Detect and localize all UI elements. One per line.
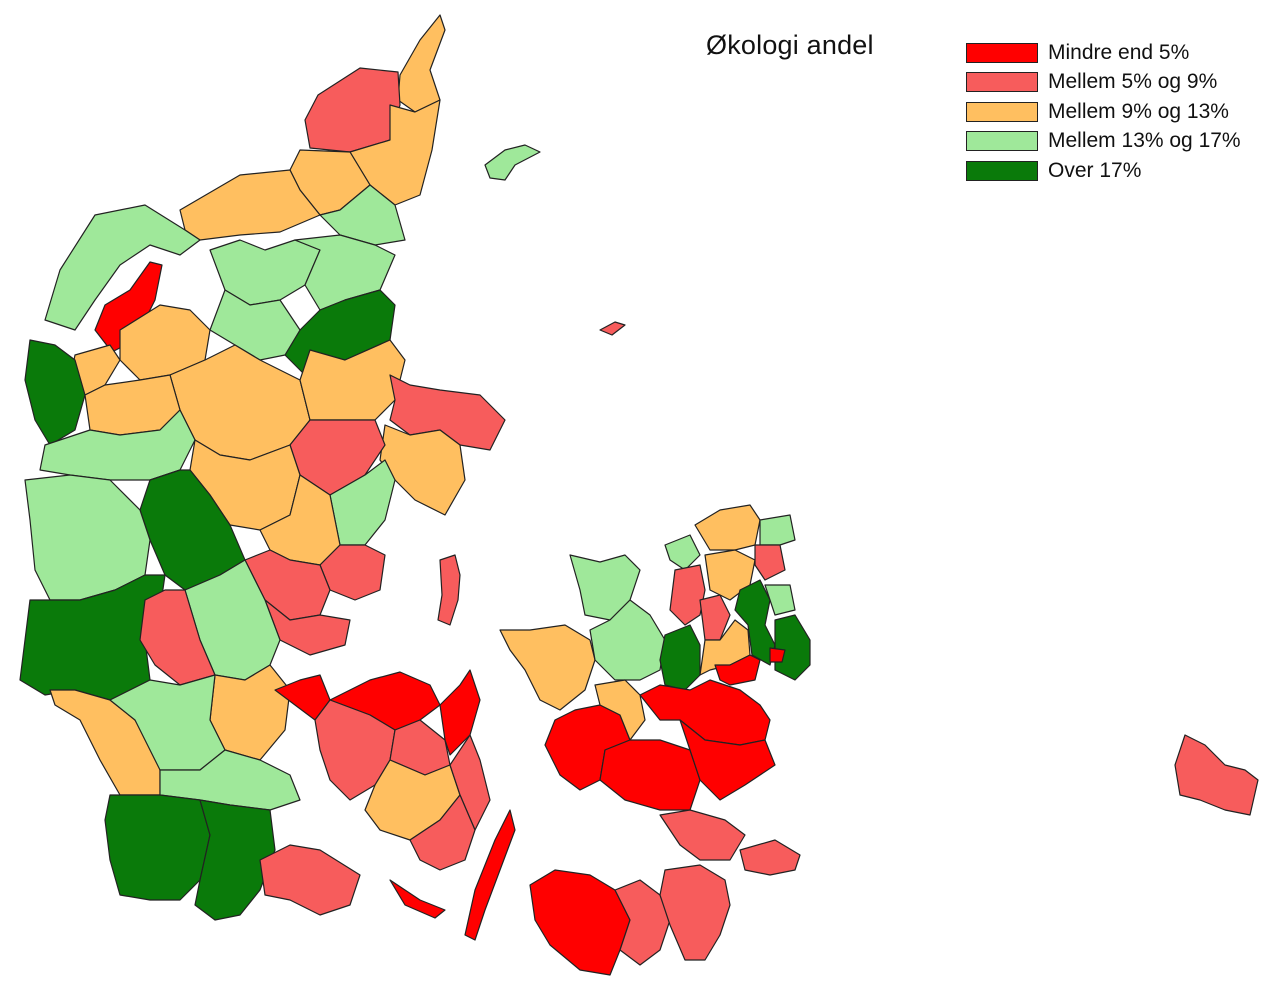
region-lolland-east xyxy=(529,869,631,976)
legend-swatch xyxy=(966,101,1038,122)
region-himmerland-west xyxy=(209,289,301,361)
region-vejen xyxy=(109,674,226,771)
region-hedensted xyxy=(264,599,351,656)
region-halsnaes xyxy=(664,534,701,571)
region-kalundborg xyxy=(499,624,596,711)
region-laeso xyxy=(484,144,541,181)
region-frederikssund xyxy=(669,564,706,626)
legend-item: Mindre end 5% xyxy=(966,38,1241,68)
region-tonder xyxy=(104,794,211,901)
region-viborg xyxy=(39,409,196,481)
region-falster xyxy=(659,864,731,961)
region-stevns-north xyxy=(639,679,771,746)
region-svendborg xyxy=(409,794,476,871)
region-norddjurs xyxy=(389,374,506,451)
region-naestved xyxy=(599,739,701,811)
legend-swatch xyxy=(966,42,1038,63)
region-egedal xyxy=(699,594,731,641)
region-vendsyssel-northwest xyxy=(304,67,401,153)
region-randers xyxy=(299,339,406,421)
region-vendsyssel-north-tip xyxy=(397,14,446,113)
legend-swatch xyxy=(966,72,1038,93)
region-amager xyxy=(769,647,786,663)
region-gribskov xyxy=(694,504,761,551)
region-roskilde xyxy=(659,624,701,691)
region-anholt xyxy=(599,321,626,336)
region-copenhagen xyxy=(774,614,811,681)
region-vordingborg xyxy=(659,809,746,861)
legend-swatch xyxy=(966,131,1038,152)
region-lolland-west xyxy=(614,879,671,966)
legend-label: Mellem 13% og 17% xyxy=(1048,129,1241,153)
region-helsingor xyxy=(759,514,796,546)
region-fredensborg xyxy=(754,544,786,581)
region-aabenraa xyxy=(194,799,276,921)
region-faxe xyxy=(679,719,776,801)
region-lemvig xyxy=(24,339,86,446)
legend-swatch xyxy=(966,160,1038,181)
region-koege xyxy=(714,654,761,686)
region-syddjurs xyxy=(379,424,466,516)
region-vendsyssel-middle xyxy=(349,99,441,206)
region-aeroe xyxy=(389,879,446,919)
map-title: Økologi andel xyxy=(706,30,874,60)
legend-item: Over 17% xyxy=(966,156,1241,186)
legend-item: Mellem 9% og 13% xyxy=(966,97,1241,127)
region-soroe xyxy=(594,679,646,741)
legend-item: Mellem 13% og 17% xyxy=(966,127,1241,157)
legend: Mindre end 5% Mellem 5% og 9% Mellem 9% … xyxy=(966,38,1241,186)
legend-item: Mellem 5% og 9% xyxy=(966,68,1241,98)
region-kerteminde xyxy=(439,669,481,756)
legend-label: Mellem 9% og 13% xyxy=(1048,99,1229,123)
region-moen xyxy=(739,839,801,876)
region-sonderborg xyxy=(259,844,361,916)
region-samso xyxy=(437,554,461,626)
legend-label: Mellem 5% og 9% xyxy=(1048,70,1218,94)
region-rudersdal xyxy=(764,584,796,616)
region-bornholm xyxy=(1174,734,1259,816)
region-thy xyxy=(44,204,201,331)
legend-label: Over 17% xyxy=(1048,158,1142,182)
region-langeland xyxy=(464,809,516,941)
legend-label: Mindre end 5% xyxy=(1048,40,1190,64)
